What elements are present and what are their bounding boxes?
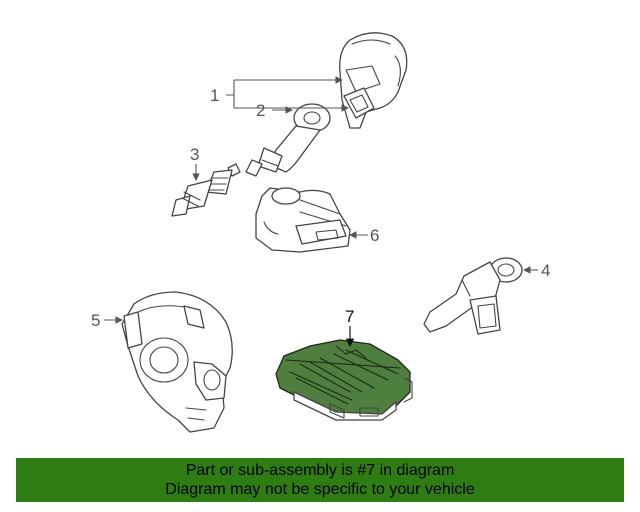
- part-4-position-sensor[interactable]: [423, 257, 523, 335]
- callout-7: 7: [345, 307, 354, 326]
- callout-2: 2: [256, 101, 265, 120]
- banner-line-1: Part or sub-assembly is #7 in diagram: [185, 462, 455, 479]
- part-2-coil-boot[interactable]: [245, 103, 331, 177]
- part-1-ignition-coil[interactable]: [339, 32, 408, 129]
- callout-6: 6: [370, 226, 379, 245]
- part-3-spark-plug[interactable]: [171, 163, 241, 217]
- callout-leaders: [104, 76, 538, 348]
- callout-3: 3: [190, 145, 199, 164]
- callout-1: 1: [210, 86, 219, 105]
- info-banner: Part or sub-assembly is #7 in diagram Di…: [16, 458, 624, 502]
- callout-5: 5: [91, 311, 100, 330]
- part-7-engine-control-module[interactable]: [275, 339, 413, 421]
- part-6-sensor[interactable]: [255, 187, 351, 253]
- parts-diagram: 1 2 3 6 4 5 7: [91, 32, 550, 433]
- part-5-clock-spring[interactable]: [121, 291, 233, 433]
- banner-line-2: Diagram may not be specific to your vehi…: [165, 481, 475, 498]
- callout-4: 4: [541, 261, 550, 280]
